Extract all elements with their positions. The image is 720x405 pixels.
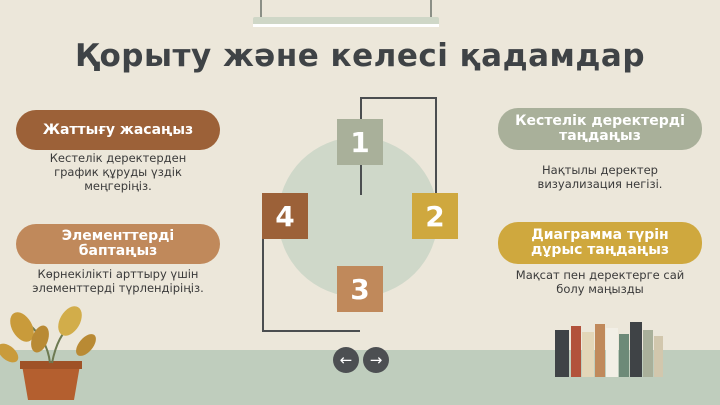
hanging-shelf-icon [253,0,439,27]
step-2-number: 2 [412,193,458,239]
step-3-description: Көрнекілікті арттыру үшін элементтерді т… [32,267,204,295]
step-2-description: Мақсат пен деректерге сай болу маңызды [515,268,685,296]
step-4-description: Кестелік деректерден график құруды үздік… [49,151,187,193]
step-1-label: Кестелік деректерді таңдаңыз [498,108,702,150]
step-4-label: Жаттығу жасаңыз [16,110,220,150]
step-3-number: 3 [337,266,383,312]
books-icon [555,322,663,377]
step-2-label: Диаграмма түрін дұрыс таңдаңыз [498,222,702,264]
step-4-number: 4 [262,193,308,239]
potted-plant-icon [0,306,96,400]
step-1-number: 1 [337,119,383,165]
page-title: Қорыту және келесі қадамдар [74,38,646,74]
step-3-label: Элементтерді баптаңыз [16,224,220,264]
step-1-description: Нақтылы деректер визуализация негізі. [537,163,663,191]
next-button[interactable]: → [363,347,389,373]
connector-4-3 [262,220,360,332]
prev-button[interactable]: ← [333,347,359,373]
